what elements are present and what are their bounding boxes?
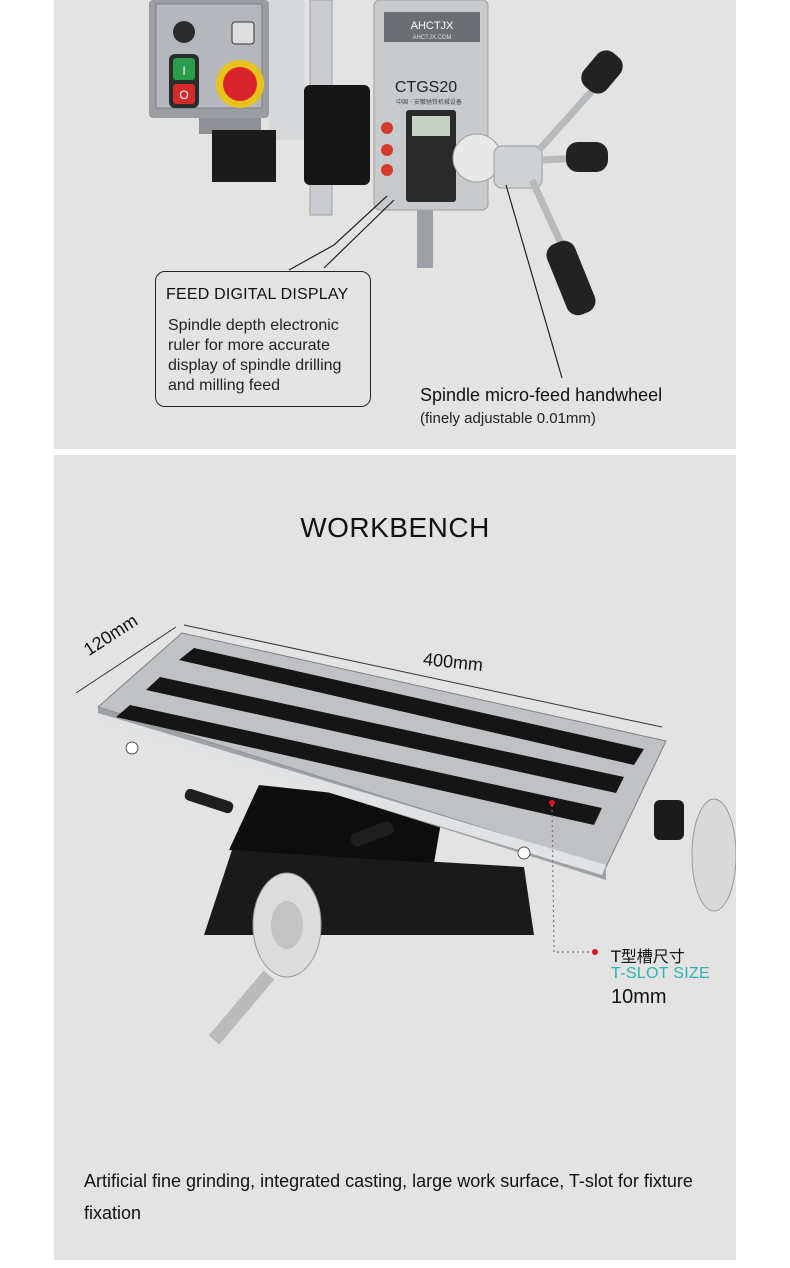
workbench-title: WORKBENCH (300, 512, 490, 543)
brand-url-text: AHCTJX.COM (413, 35, 452, 41)
lock-lever-1 (184, 788, 234, 814)
emergency-stop-button (223, 67, 257, 101)
digital-readout-screen (412, 116, 450, 136)
width-dimension-line (75, 626, 177, 694)
selector-switch (231, 21, 255, 45)
start-button-label: I (182, 64, 185, 78)
machine-model-text: CTGS20 (395, 79, 457, 96)
tslot-marker-end (592, 949, 598, 955)
t-slot-2 (146, 677, 624, 793)
handwheel-grip-1 (581, 50, 623, 94)
brand-logo-text: AHCTJX (411, 20, 454, 32)
t-slot-1 (179, 648, 644, 765)
workbench-description: Artificial fine grinding, integrated cas… (84, 1171, 693, 1223)
tslot-value: 10mm (611, 986, 667, 1008)
speed-knob (173, 21, 195, 43)
callout-title: FEED DIGITAL DISPLAY (166, 286, 349, 303)
spindle-feature-panel: I O AHCTJX AHCTJX.COM CTGS20 中国 · 安徽驰铁机械… (54, 0, 736, 449)
stop-button-label: O (179, 88, 188, 102)
length-dimension-line (183, 624, 663, 728)
handwheel-pointer-line (505, 184, 563, 379)
workbench-illustration (75, 624, 736, 1045)
right-handwheel (691, 798, 736, 912)
handwheel-subtitle: (finely adjustable 0.01mm) (420, 410, 596, 427)
table-scale (98, 713, 606, 875)
workbench-panel: WORKBENCH 120mm 400mm T型槽尺寸 (54, 455, 736, 1260)
tslot-label-cn: T型槽尺寸 (611, 947, 685, 966)
tslot-label-en: T-SLOT SIZE (611, 965, 711, 982)
tslot-marker-point (549, 800, 555, 806)
stop-button (173, 84, 195, 104)
front-handwheel-handle (208, 970, 275, 1045)
milling-head-illustration: I O AHCTJX AHCTJX.COM CTGS20 中国 · 安徽驰铁机械… (149, 0, 623, 379)
lock-lever-2 (350, 821, 394, 847)
handwheel-grip-3 (546, 240, 596, 316)
feed-display-callout: FEED DIGITAL DISPLAY Spindle depth elect… (155, 271, 371, 407)
handwheel-title: Spindle micro-feed handwheel (420, 385, 663, 405)
callout-body: Spindle depth electronic ruler for more … (168, 317, 342, 394)
t-slot-3 (116, 705, 602, 825)
start-button (173, 58, 195, 80)
spindle-quill (417, 210, 433, 268)
depth-stop-block (304, 85, 370, 185)
machine-subtitle-text: 中国 · 安徽驰铁机械设备 (396, 98, 462, 106)
handwheel-grip-2 (566, 142, 608, 172)
display-pointer-line (288, 195, 388, 271)
